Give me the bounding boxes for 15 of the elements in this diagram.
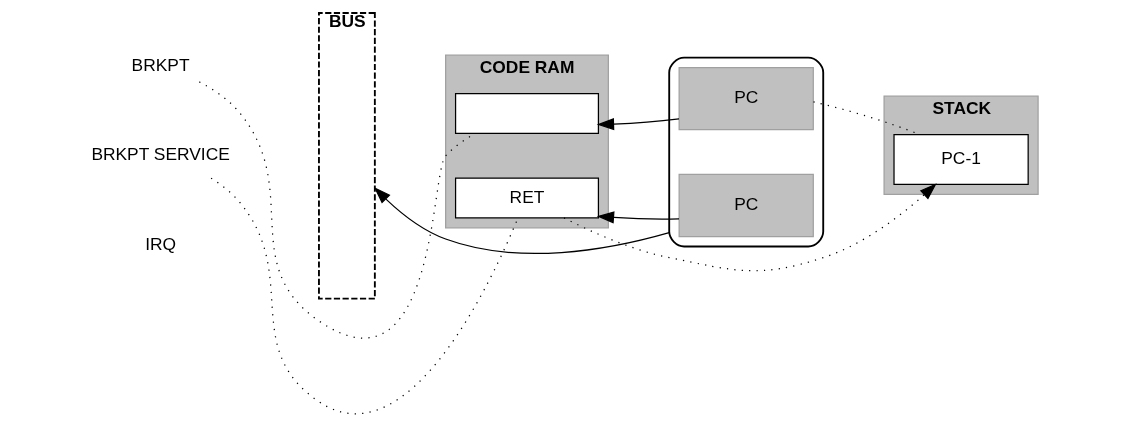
connector [210,177,519,414]
node-box: PC-1 [893,134,1029,185]
node-box [454,93,600,135]
arrow [373,187,670,255]
arrow [596,118,680,131]
node-box: RET [454,177,600,219]
arrow [596,211,680,224]
label: IRQ [145,233,177,254]
node-text: BRKPT [131,54,190,75]
arrow [563,183,937,272]
node-box: PC [678,67,814,131]
cluster [668,56,825,248]
node-box: BUS [318,12,376,300]
node-box: PC [678,173,814,238]
node-text: BRKPT SERVICE [91,144,230,165]
